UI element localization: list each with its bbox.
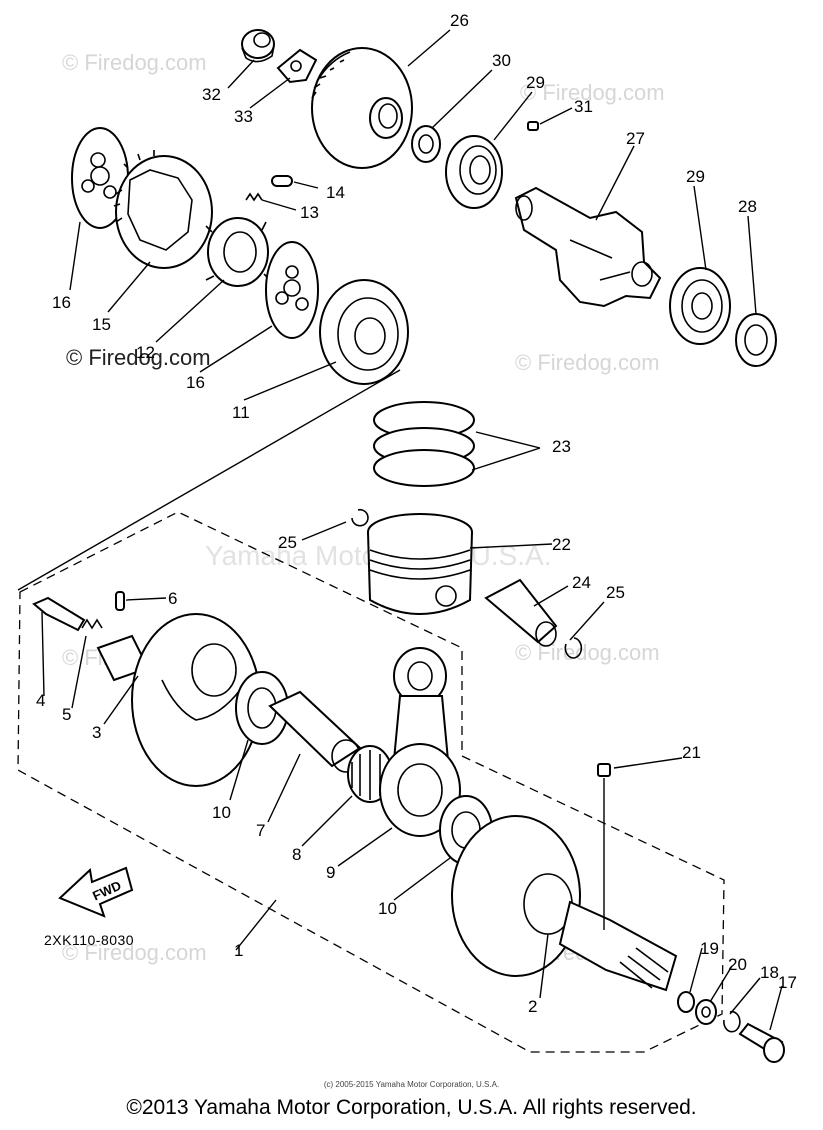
callout-numbers: 1 2 3 4 5 6 7 8 9 10 10 11 12 13 14 15 1… [36, 11, 797, 1016]
part-20-washer [695, 999, 717, 1025]
callout-25: 25 [278, 533, 297, 552]
part-25-piston-pin-clip [564, 637, 583, 659]
part-13-spring [245, 192, 263, 202]
callout-3: 3 [92, 723, 101, 742]
callout-10: 10 [212, 803, 231, 822]
callout-4: 4 [36, 691, 45, 710]
watermark: © Firedog.com [66, 345, 211, 370]
part-14-pin [271, 175, 293, 187]
callout-12: 12 [136, 343, 155, 362]
part-24-piston-pin [484, 578, 558, 647]
callout-20: 20 [728, 955, 747, 974]
part-30-washer [411, 125, 441, 163]
callout-10: 10 [378, 899, 397, 918]
watermark: © Firedog.com [515, 640, 660, 665]
callout-1: 1 [234, 941, 243, 960]
part-27-balancer-shaft [514, 186, 662, 308]
callout-32: 32 [202, 85, 221, 104]
leader-lines [41, 29, 783, 1031]
callout-19: 19 [700, 939, 719, 958]
part-33-lock-washer [276, 48, 318, 84]
part-22-piston [367, 513, 473, 615]
watermark: © Firedog.com [62, 940, 207, 965]
part-9-connecting-rod [379, 647, 461, 837]
callout-8: 8 [292, 845, 301, 864]
callout-16: 16 [52, 293, 71, 312]
fwd-arrow-icon: FWD [58, 866, 134, 918]
callout-22: 22 [552, 535, 571, 554]
callout-27: 27 [626, 129, 645, 148]
part-10-washer [235, 671, 289, 745]
callout-2: 2 [528, 997, 537, 1016]
part-26-primary-drive-gear [311, 47, 413, 169]
part-15-gear [113, 150, 213, 269]
callout-30: 30 [492, 51, 511, 70]
callout-7: 7 [256, 821, 265, 840]
part-31-woodruff-key [527, 121, 539, 131]
callout-24: 24 [572, 573, 591, 592]
part-21-key [597, 763, 611, 930]
part-28-oil-seal [735, 313, 777, 367]
part-7-crank-pin [268, 690, 362, 773]
part-25-piston-pin-clip [351, 508, 369, 527]
small-copyright-note: (c) 2005-2015 Yamaha Motor Corporation, … [323, 1080, 500, 1089]
part-11-bearing [319, 279, 409, 385]
part-4-plug-bolt [32, 596, 86, 632]
callout-26: 26 [450, 11, 469, 30]
watermark: © Firedog.com [62, 50, 207, 75]
part-16-plate [265, 241, 319, 339]
part-32-collar [241, 29, 275, 63]
part-19-o-ring [677, 991, 695, 1013]
callout-21: 21 [682, 743, 701, 762]
part-6-pin [115, 591, 125, 611]
callout-14: 14 [326, 183, 345, 202]
callout-16: 16 [186, 373, 205, 392]
callout-18: 18 [760, 963, 779, 982]
part-29-bearing [445, 135, 503, 209]
part-29-bearing [669, 267, 731, 345]
watermark: © Firedog.com [520, 80, 665, 105]
callout-29: 29 [526, 73, 545, 92]
callout-11: 11 [232, 403, 250, 422]
callout-23: 23 [552, 437, 571, 456]
callout-17: 17 [778, 973, 797, 992]
part-5-spring [81, 618, 103, 630]
part-23-piston-rings [373, 401, 475, 487]
copyright-footer: ©2013 Yamaha Motor Corporation, U.S.A. A… [126, 1096, 697, 1119]
diagram-code: 2XK110-8030 [44, 932, 135, 948]
callout-25: 25 [606, 583, 625, 602]
part-16-plate [71, 127, 129, 229]
callout-13: 13 [300, 203, 319, 222]
watermark: © Firedog.com [515, 350, 660, 375]
callout-6: 6 [168, 589, 177, 608]
part-12-hub [205, 217, 271, 287]
callout-29: 29 [686, 167, 705, 186]
part-17-bolt [738, 1022, 785, 1063]
callout-5: 5 [62, 705, 71, 724]
callout-33: 33 [234, 107, 253, 126]
callout-15: 15 [92, 315, 111, 334]
part-18-lock-washer [723, 1010, 741, 1033]
callout-28: 28 [738, 197, 757, 216]
callout-31: 31 [574, 97, 593, 116]
crankshaft-assembly-boundary [17, 369, 725, 1053]
callout-9: 9 [326, 863, 335, 882]
